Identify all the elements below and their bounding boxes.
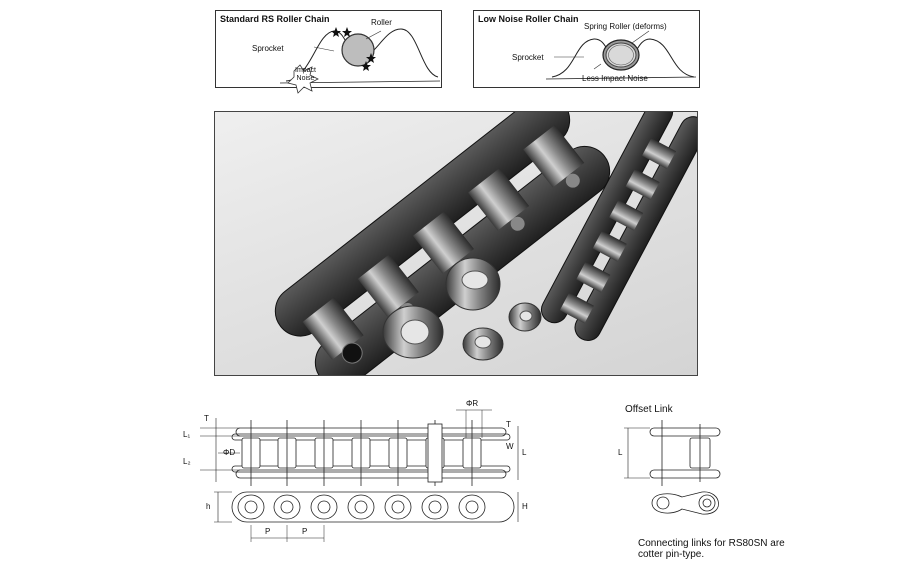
dim-P-first: P (265, 527, 271, 536)
impact-text: Impact (295, 67, 317, 74)
dim-H: H (522, 502, 528, 511)
standard-chain-title: Standard RS Roller Chain (220, 14, 330, 24)
chain-photo-illustration (274, 112, 697, 375)
dim-W: W (506, 442, 514, 451)
dim-phiR: ΦR (466, 399, 479, 408)
noise-text: Noise (296, 75, 315, 82)
offset-link-title: Offset Link (625, 404, 673, 415)
dim-L2: L₂ (183, 457, 191, 466)
impact-noise-label: Impact Noise (295, 67, 316, 83)
roller-label: Roller (371, 18, 392, 27)
sprocket-label: Sprocket (252, 44, 284, 53)
low-noise-chain-panel: Low Noise Roller Chain Spring Roller (de… (473, 10, 700, 88)
standard-chain-panel: Standard RS Roller Chain Roller Sprocket… (215, 10, 442, 94)
connecting-link-note: Connecting links for RS80SN are cotter p… (638, 538, 828, 560)
dim-phiD: ΦD (223, 448, 236, 457)
dim-T-right: T (506, 420, 511, 429)
note-line-2: cotter pin-type. (638, 549, 705, 560)
note-line-1: Connecting links for RS80SN are (638, 538, 785, 549)
dim-P-second: P (302, 527, 308, 536)
low-noise-chain-title: Low Noise Roller Chain (478, 14, 579, 24)
dim-h: h (206, 502, 211, 511)
less-impact-noise-label: Less Impact Noise (582, 74, 648, 83)
standard-chain-diagram (279, 27, 441, 94)
dim-L1: L₁ (183, 430, 191, 439)
offset-dim-L: L (618, 448, 623, 457)
spring-roller-label: Spring Roller (deforms) (584, 22, 667, 31)
low-noise-sprocket-label: Sprocket (512, 53, 544, 62)
dim-T-top: T (204, 414, 209, 423)
chain-product-photo (214, 111, 698, 376)
dim-L: L (522, 448, 527, 457)
low-noise-chain-diagram (545, 30, 697, 80)
